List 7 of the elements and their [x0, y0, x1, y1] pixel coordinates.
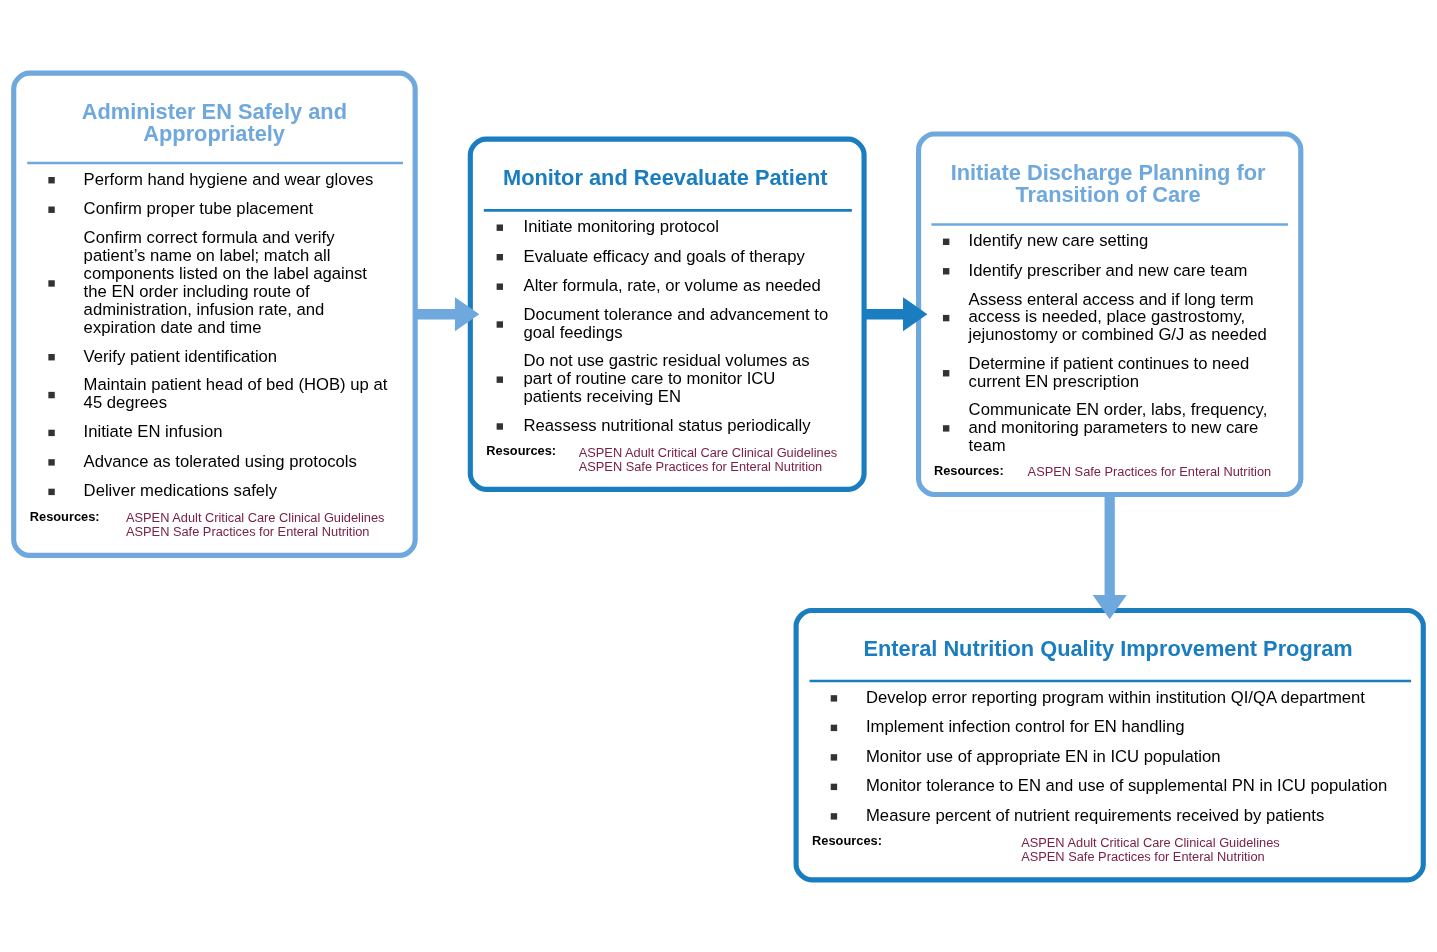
arrow	[415, 296, 480, 331]
arrow	[864, 296, 928, 331]
node-box: Administer EN Safely and Appropriately Perform hand hygiene and wear gloves Confirm proper tube placement Confirm correct formula and verify patient’s name on label; match all components listed on the label against the EN order including route of administration, infusion rate, and expiration date and time Verify patient identification Maintain patient head of bed (HOB) up at 45 degrees Initiate EN infusion Advance as tolerated using protocols Deliver medications safely Resources: ASPEN Adult Critical Care Clinical Guidelines ASPEN Safe Practices for Enteral Nutrition	[11, 70, 418, 558]
node-box: Monitor and Reevaluate Patient Initiate monitoring protocol Evaluate efficacy and goals of therapy Alter formula, rate, or volume as needed Document tolerance and advancement to goal feedings Do not use gastric residual volumes as part of routine care to monitor ICU patients receiving EN Reassess nutritional status periodically Resources: ASPEN Adult Critical Care Clinical Guidelines ASPEN Safe Practices for Enteral Nutrition	[467, 136, 867, 492]
arrow	[1092, 494, 1127, 619]
node-box: Initiate Discharge Planning for Transition of Care Identify new care setting Identify prescriber and new care team Assess enteral access and if long term access is needed, place gastrostomy, jejunostomy or combined G/J as needed Determine if patient continues to need current EN prescription Communicate EN order, labs, frequency, and monitoring parameters to new care team Resources: ASPEN Safe Practices for Enteral Nutrition	[916, 131, 1304, 497]
node-box: Enteral Nutrition Quality Improvement Program Develop error reporting program within institution QI/QA department Implement infection control for EN handling Monitor use of appropriate EN in ICU population Monitor tolerance to EN and use of supplemental PN in ICU population Measure percent of nutrient requirements received by patients Resources: ASPEN Adult Critical Care Clinical Guidelines ASPEN Safe Practices for Enteral Nutrition	[793, 607, 1426, 882]
